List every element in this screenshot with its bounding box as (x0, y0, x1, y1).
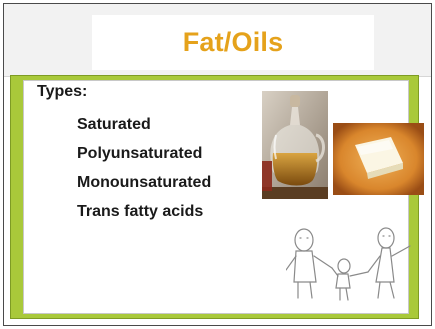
types-heading: Types: (37, 83, 88, 100)
title-box: Fat/Oils (92, 15, 374, 70)
list-item: Trans fatty acids (77, 203, 204, 220)
title-band: Fat/Oils (4, 4, 431, 77)
family-sketch (285, 226, 422, 302)
stick-figures-drawing (285, 227, 411, 301)
content-panel (23, 80, 409, 314)
slide-title: Fat/Oils (182, 27, 284, 57)
oil-bottle-image (262, 91, 328, 199)
list-item: Monounsaturated (77, 174, 212, 191)
list-item: Saturated (77, 116, 151, 133)
types-list: Saturated Polyunsaturated Monounsaturate… (77, 110, 211, 226)
butter-on-toast-photo (333, 123, 424, 195)
butter-toast-image (333, 123, 424, 195)
list-item: Polyunsaturated (77, 145, 203, 162)
oil-bottle-photo (262, 91, 328, 199)
